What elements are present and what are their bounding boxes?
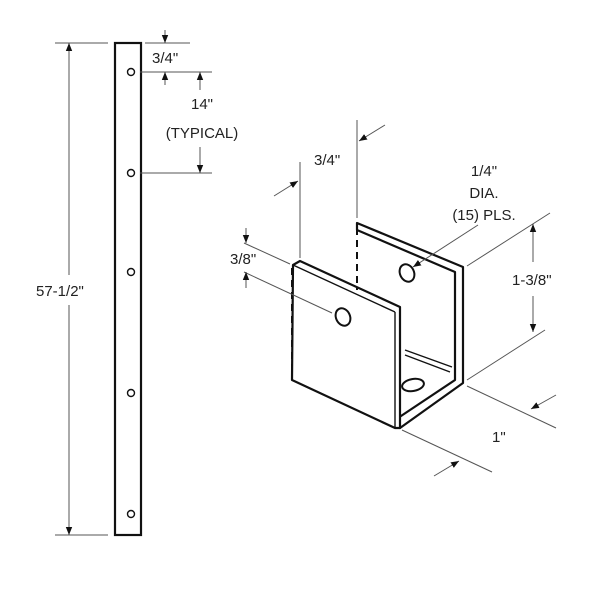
hole-icon: [401, 377, 425, 393]
strip-spacing-label: 14": [191, 96, 213, 113]
bracket-height-label: 1-3/8": [512, 272, 552, 289]
hole-icon: [334, 307, 352, 327]
hole-icon: [398, 263, 416, 283]
strip-length-label: 57-1/2": [36, 283, 84, 300]
u-bracket: [290, 221, 465, 430]
strip-dimensions: [55, 30, 212, 536]
hole-icon: [126, 388, 136, 398]
strip-top-offset-label: 3/4": [152, 50, 178, 67]
hole-icon: [126, 168, 136, 178]
bracket-depth-label: 1": [492, 429, 506, 446]
hole-dia-label: DIA.: [469, 185, 498, 202]
mounting-strip: [113, 41, 143, 537]
strip-spacing-note: (TYPICAL): [166, 125, 239, 142]
hole-icon: [126, 267, 136, 277]
hole-count-label: (15) PLS.: [452, 207, 515, 224]
bracket-width-label: 3/4": [314, 152, 340, 169]
bracket-hole-offset-label: 3/8": [230, 251, 256, 268]
hole-icon: [126, 509, 136, 519]
hole-size-label: 1/4": [471, 163, 497, 180]
hole-icon: [126, 67, 136, 77]
bracket-dimensions: [242, 120, 557, 477]
